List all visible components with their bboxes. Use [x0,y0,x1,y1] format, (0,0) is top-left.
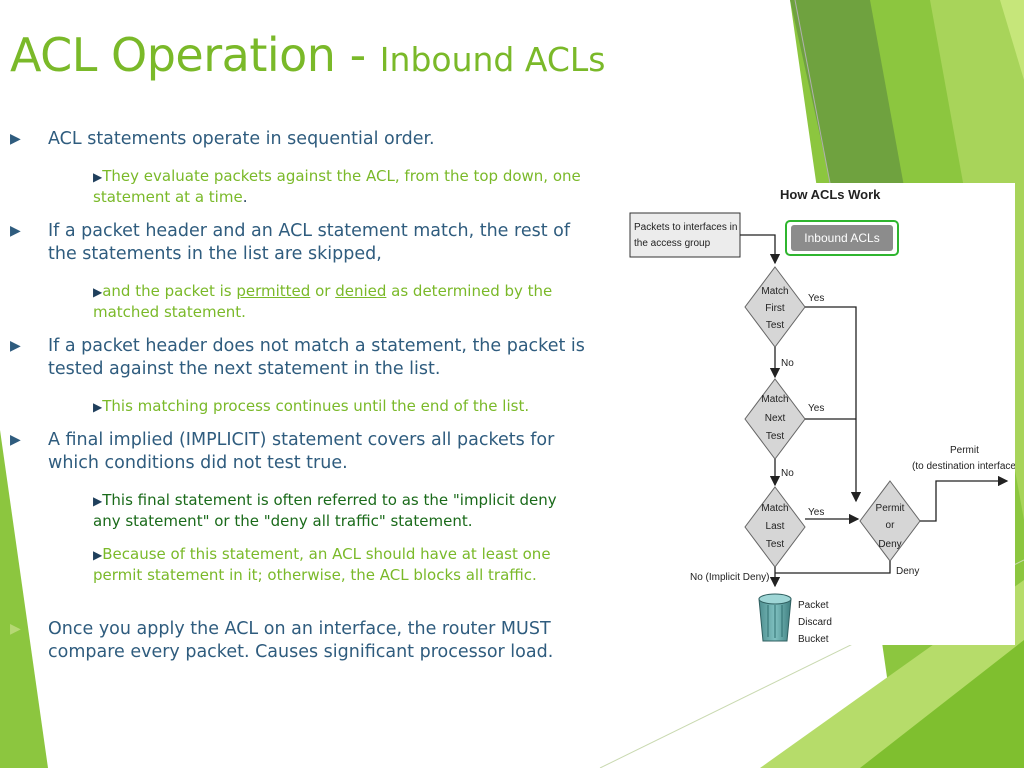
sub-bullet-item: ▶This final statement is often referred … [93,490,583,531]
acl-flowchart-panel: How ACLs Work Packets to interfaces in t… [622,183,1015,645]
sub-bullet-text-post: as determined by the matched statement. [93,282,553,321]
sub-bullet-arrow-icon: ▶ [93,285,103,299]
sub-bullet-item: ▶This matching process continues until t… [93,396,583,417]
bucket-line1: Packet [798,600,829,611]
sub-bullet-text: This matching process continues until th… [102,397,530,415]
d1-line2: First [765,303,785,314]
bullet-arrow-icon: ▶ [10,131,21,147]
source-text-line1: Packets to interfaces in [634,222,737,233]
arrow-to-first-test [740,234,781,265]
deny-line [775,561,891,574]
permit-arrow [920,475,1009,522]
right-bright-band [1000,0,1024,80]
inbound-acls-button [791,225,893,251]
yes-arrow-first [805,306,862,503]
bullet-item: ▶ Once you apply the ACL on an interface… [10,618,588,664]
d3-line2: Last [766,521,785,532]
d1-line1: Match [761,286,788,297]
bullet-arrow-icon: ▶ [10,621,21,637]
bullet-arrow-icon: ▶ [10,432,21,448]
sub-bullet-text-mid: or [310,282,336,300]
sub-bullet-period: . [242,188,248,206]
bottom-right-dark [860,640,1024,768]
sub-bullet-item: ▶They evaluate packets against the ACL, … [93,166,583,207]
bullet-item: ▶ If a packet header does not match a st… [10,335,588,381]
bullet-text: If a packet header and an ACL statement … [48,221,571,264]
diagram-title: How ACLs Work [780,187,881,202]
denied-link[interactable]: denied [335,282,387,300]
d4-line2: or [886,520,896,531]
sub-bullet-arrow-icon: ▶ [93,548,103,562]
sub-bullet-arrow-icon: ▶ [93,494,103,508]
bullet-text: Once you apply the ACL on an interface, … [48,619,554,662]
yes-label-first: Yes [808,293,824,304]
slide-title: ACL Operation - Inbound ACLs [10,28,605,82]
d3-line1: Match [761,503,788,514]
bullet-text: A final implied (IMPLICIT) statement cov… [48,430,555,473]
left-green-strip [0,430,48,768]
deny-label: Deny [896,566,919,577]
bucket-line2: Discard [798,617,832,628]
implicit-deny-label: No (Implicit Deny) [690,572,769,583]
inbound-acls-label: Inbound ACLs [804,231,879,245]
bullet-arrow-icon: ▶ [10,223,21,239]
bullet-text: ACL statements operate in sequential ord… [48,129,435,149]
d2-line2: Next [765,413,786,424]
bullet-item: ▶ If a packet header and an ACL statemen… [10,220,588,266]
bullet-item: ▶ ACL statements operate in sequential o… [10,128,588,151]
no-label-next: No [781,468,794,479]
sub-bullet-text: Because of this statement, an ACL should… [93,545,551,584]
source-text-line2: the access group [634,238,711,249]
acl-flowchart: How ACLs Work Packets to interfaces in t… [629,187,1015,645]
bucket-line3: Bucket [798,634,829,645]
d4-line1: Permit [876,503,905,514]
permitted-link[interactable]: permitted [236,282,311,300]
title-main: ACL Operation - [10,28,380,82]
d2-line1: Match [761,394,788,405]
sub-bullet-item: ▶Because of this statement, an ACL shoul… [93,544,583,585]
packets-source-box [629,212,741,258]
permit-label-line1: Permit [950,445,979,456]
yes-label-next: Yes [808,403,824,414]
sub-bullet-text: This final statement is often referred t… [93,491,557,530]
sub-bullet-text-pre: and the packet is [102,282,237,300]
sub-bullet-arrow-icon: ▶ [93,170,103,184]
no-label-first: No [781,358,794,369]
d2-line3: Test [766,431,785,442]
d3-line3: Test [766,539,785,550]
d4-line3: Deny [878,539,901,550]
sub-bullet-item: ▶and the packet is permitted or denied a… [93,281,583,322]
title-sub: Inbound ACLs [379,40,606,79]
bullet-text: If a packet header does not match a stat… [48,336,585,379]
d1-line3: Test [766,320,785,331]
yes-label-last: Yes [808,507,824,518]
bullet-arrow-icon: ▶ [10,338,21,354]
bullet-item: ▶ A final implied (IMPLICIT) statement c… [10,429,588,475]
permit-label-line2: (to destination interface) [912,461,1015,472]
sub-bullet-text: They evaluate packets against the ACL, f… [93,167,581,206]
sub-bullet-arrow-icon: ▶ [93,400,103,414]
discard-bucket-icon [758,593,792,642]
thin-vertical-line [794,0,831,184]
